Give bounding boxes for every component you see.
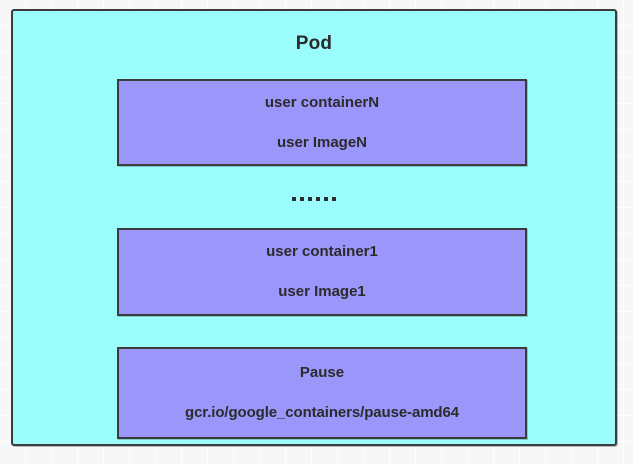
container-box-pause: Pause gcr.io/google_containers/pause-amd… (117, 347, 527, 439)
ellipsis-dot (292, 197, 296, 201)
ellipsis-dot (316, 197, 320, 201)
container-box-n: user containerN user ImageN (117, 79, 527, 166)
container-box-1: user container1 user Image1 (117, 228, 527, 316)
container-1-name: user container1 (266, 243, 378, 260)
pause-container-name: Pause (299, 364, 345, 381)
ellipsis-dot (324, 197, 328, 201)
container-n-name: user containerN (264, 93, 380, 111)
ellipsis-dot (332, 197, 336, 201)
pod-container: Pod user containerN user ImageN user con… (11, 9, 617, 446)
ellipsis-dot (308, 197, 312, 201)
pause-container-image: gcr.io/google_containers/pause-amd64 (185, 404, 459, 421)
container-n-image: user ImageN (276, 133, 368, 151)
container-1-image: user Image1 (278, 283, 366, 300)
pod-title: Pod (295, 33, 333, 54)
ellipsis-dot (300, 197, 304, 201)
ellipsis-indicator (13, 189, 615, 209)
